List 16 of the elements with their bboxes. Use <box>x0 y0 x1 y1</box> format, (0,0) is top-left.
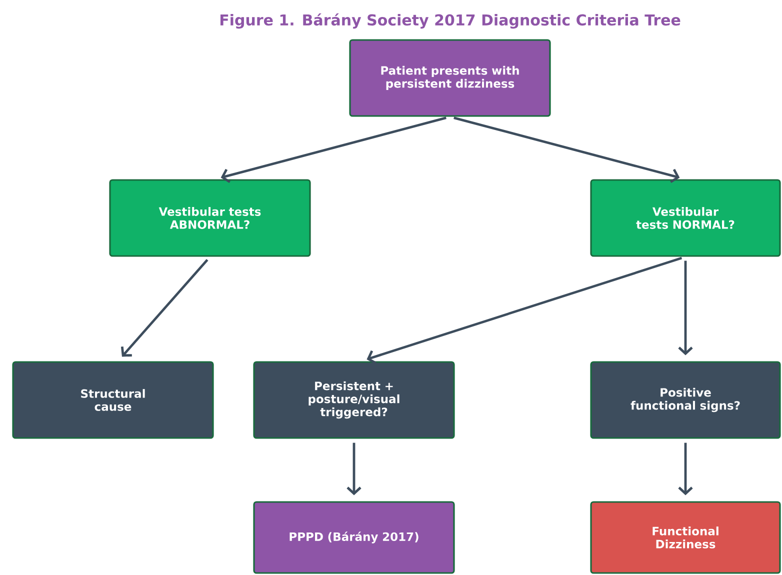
outcome-box: Structural cause <box>12 361 214 439</box>
arrow <box>678 442 693 496</box>
decision-box: Vestibular tests NORMAL? <box>590 179 781 257</box>
arrow <box>220 116 446 183</box>
arrow <box>678 260 693 356</box>
title: Figure 1. Bárány Society 2017 Diagnostic Criteria Tree <box>220 13 680 29</box>
diagnosis-box: PPPD (Bárány 2017) <box>253 501 455 574</box>
decision-box: Vestibular tests ABNORMAL? <box>109 179 311 257</box>
decision-box: Persistent + posture/visual triggered? <box>253 361 455 439</box>
arrow <box>346 442 362 496</box>
diagnosis-box: Functional Dizziness <box>590 501 781 574</box>
arrow <box>120 259 208 357</box>
arrow <box>366 256 682 364</box>
start-box: Patient presents with persistent dizziness <box>349 39 551 117</box>
arrow <box>454 116 680 183</box>
decision-box: Positive functional signs? <box>590 361 781 439</box>
